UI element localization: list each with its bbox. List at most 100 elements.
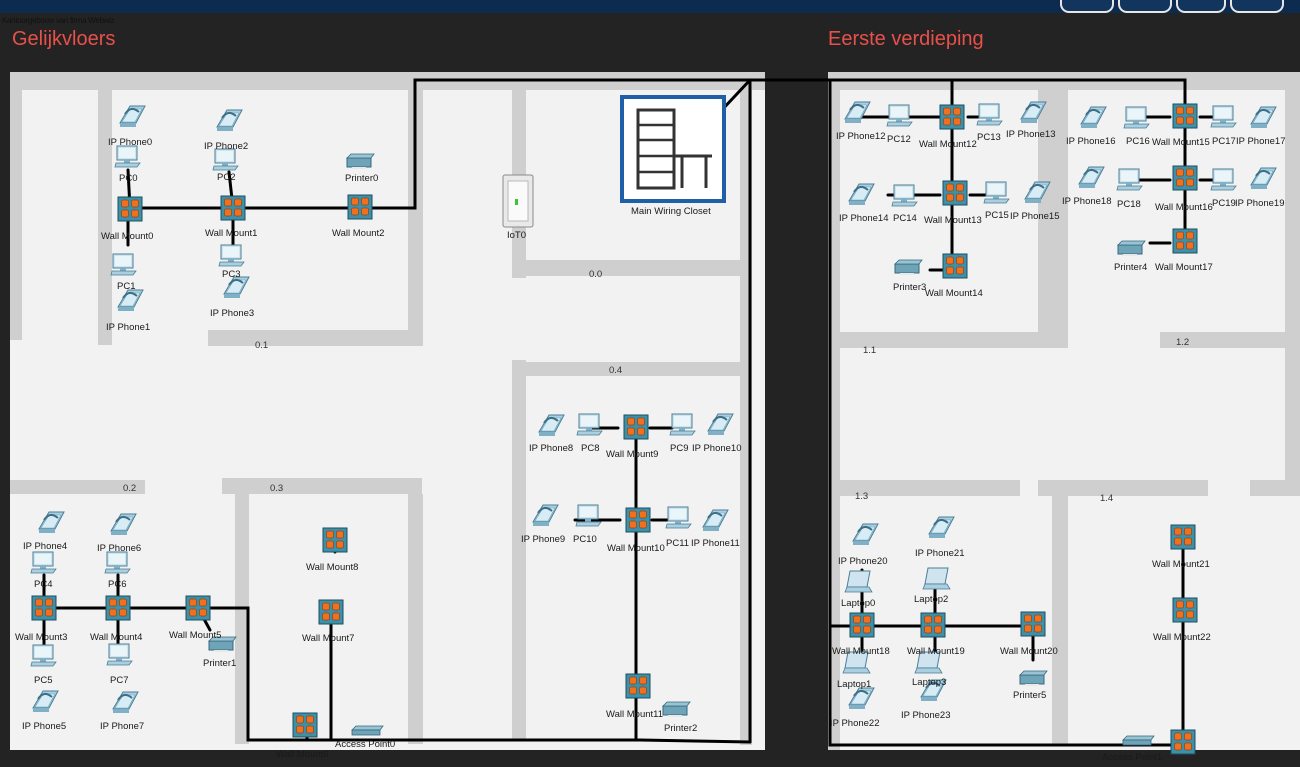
toolbar-button-3[interactable] bbox=[1176, 0, 1226, 13]
device-label: PC9 bbox=[670, 443, 688, 454]
wiring-closet-label: Main Wiring Closet bbox=[631, 206, 711, 217]
pc-device-18[interactable] bbox=[1116, 168, 1143, 191]
wall-mount-device-4[interactable] bbox=[105, 595, 131, 621]
wall-mount-device-2[interactable] bbox=[347, 194, 373, 220]
device-label: Wall Mount15 bbox=[1152, 137, 1210, 148]
wall-mount-device-20[interactable] bbox=[1020, 611, 1046, 637]
toolbar-button-2[interactable] bbox=[1118, 0, 1172, 13]
device-label: IP Phone16 bbox=[1066, 136, 1115, 147]
room-label-0-1: 0.1 bbox=[255, 340, 268, 351]
device-label: Wall Mount11 bbox=[606, 709, 663, 720]
wall-mount-device-13[interactable] bbox=[942, 180, 968, 206]
toolbar-button-1[interactable] bbox=[1060, 0, 1114, 13]
pc-device-7[interactable] bbox=[106, 643, 133, 666]
pc-device-14[interactable] bbox=[891, 184, 918, 207]
device-label: IP Phone3 bbox=[210, 308, 254, 319]
device-label: Wall Mount22 bbox=[1153, 632, 1211, 643]
device-label: Wall Mount13 bbox=[924, 215, 982, 226]
printer-device-2[interactable] bbox=[662, 701, 691, 718]
device-label: Wall Mount6 bbox=[276, 749, 328, 760]
device-label: PC19 bbox=[1212, 198, 1236, 209]
wall-mount-device-8[interactable] bbox=[322, 527, 348, 553]
wall-mount-device-15[interactable] bbox=[1172, 103, 1198, 129]
wall-mount-device-10[interactable] bbox=[625, 507, 651, 533]
wall-mount-device-1[interactable] bbox=[220, 195, 246, 221]
pc-device-4[interactable] bbox=[30, 551, 57, 574]
pc-device-5[interactable] bbox=[30, 644, 57, 667]
access-point-device-1[interactable] bbox=[1122, 735, 1155, 746]
wall-mount-device-9[interactable] bbox=[623, 414, 649, 440]
toolbar-button-4[interactable] bbox=[1230, 0, 1284, 13]
printer-device-3[interactable] bbox=[894, 259, 923, 276]
wall-mount-device-5[interactable] bbox=[185, 595, 211, 621]
pc-device-3[interactable] bbox=[218, 244, 245, 267]
pc-device-17[interactable] bbox=[1210, 105, 1237, 128]
device-label: PC4 bbox=[34, 579, 52, 590]
device-label: Wall Mount17 bbox=[1155, 262, 1213, 273]
main-wiring-closet[interactable] bbox=[620, 95, 726, 203]
wall-mount-device-11[interactable] bbox=[625, 673, 651, 699]
wall-mount-device-0[interactable] bbox=[117, 196, 143, 222]
wall-mount-device-12[interactable] bbox=[939, 104, 965, 130]
wall-mount-device-19[interactable] bbox=[920, 612, 946, 638]
device-label: PC16 bbox=[1126, 136, 1150, 147]
device-label: Wall Mount21 bbox=[1152, 559, 1210, 570]
floor-title-ground: Gelijkvloers bbox=[12, 28, 116, 50]
wall-mount-device-23[interactable] bbox=[1170, 729, 1196, 755]
printer-device-4[interactable] bbox=[1117, 240, 1146, 257]
access-point-device-0[interactable] bbox=[351, 725, 384, 736]
pc-device-0[interactable] bbox=[114, 145, 141, 168]
device-label: PC14 bbox=[893, 213, 917, 224]
device-label: IP Phone6 bbox=[97, 543, 141, 554]
device-label: IP Phone14 bbox=[839, 213, 888, 224]
pc-device-2[interactable] bbox=[212, 148, 239, 171]
wall-mount-device-14[interactable] bbox=[942, 253, 968, 279]
wall-mount-device-7[interactable] bbox=[318, 599, 344, 625]
pc-device-10[interactable] bbox=[575, 504, 602, 527]
device-label: Laptop3 bbox=[912, 677, 946, 688]
device-label: PC15 bbox=[985, 210, 1009, 221]
device-label: IP Phone1 bbox=[106, 322, 150, 333]
device-label: IP Phone8 bbox=[529, 443, 573, 454]
room-label-0-3: 0.3 bbox=[270, 483, 283, 494]
top-toolbar bbox=[0, 0, 1300, 13]
device-label: PC18 bbox=[1117, 199, 1141, 210]
device-label: IP Phone4 bbox=[23, 541, 67, 552]
device-label: Wall Mount2 bbox=[332, 228, 384, 239]
device-label: IP Phone19 bbox=[1235, 198, 1284, 209]
wall-mount-device-22[interactable] bbox=[1172, 597, 1198, 623]
pc-device-16[interactable] bbox=[1123, 106, 1150, 129]
pc-device-1[interactable] bbox=[110, 253, 137, 276]
wall-mount-device-18[interactable] bbox=[849, 612, 875, 638]
laptop-device-2[interactable] bbox=[922, 567, 951, 590]
device-label: IP Phone20 bbox=[838, 556, 887, 567]
iot-device-0[interactable] bbox=[502, 174, 534, 228]
pc-device-19[interactable] bbox=[1210, 168, 1237, 191]
room-label-1-2: 1.2 bbox=[1176, 337, 1189, 348]
wall-mount-device-21[interactable] bbox=[1170, 524, 1196, 550]
pc-device-9[interactable] bbox=[669, 413, 696, 436]
pc-device-6[interactable] bbox=[104, 551, 131, 574]
laptop-device-0[interactable] bbox=[844, 570, 873, 593]
printer-device-5[interactable] bbox=[1019, 670, 1048, 687]
pc-device-12[interactable] bbox=[886, 104, 913, 127]
device-label: Wall Mount5 bbox=[169, 630, 221, 641]
wall-mount-device-17[interactable] bbox=[1172, 228, 1198, 254]
wall-mount-device-16[interactable] bbox=[1172, 165, 1198, 191]
pc-device-15[interactable] bbox=[983, 181, 1010, 204]
wall-mount-device-3[interactable] bbox=[31, 595, 57, 621]
device-label: Printer1 bbox=[203, 658, 236, 669]
room-label-0-4: 0.4 bbox=[609, 365, 622, 376]
device-label: Wall Mount20 bbox=[1000, 646, 1058, 657]
device-label: PC12 bbox=[887, 134, 911, 145]
pc-device-13[interactable] bbox=[976, 103, 1003, 126]
pc-device-11[interactable] bbox=[665, 506, 692, 529]
wall-mount-device-6[interactable] bbox=[292, 712, 318, 738]
device-label: Laptop1 bbox=[837, 679, 871, 690]
pc-device-8[interactable] bbox=[576, 413, 603, 436]
room-labels: 0.0 0.1 0.2 0.3 0.4 1.1 1.2 1.3 1.4 bbox=[123, 269, 1189, 504]
device-label: Wall Mount16 bbox=[1155, 202, 1213, 213]
device-label: Wall Mount19 bbox=[907, 646, 965, 657]
printer-device-0[interactable] bbox=[346, 153, 375, 170]
